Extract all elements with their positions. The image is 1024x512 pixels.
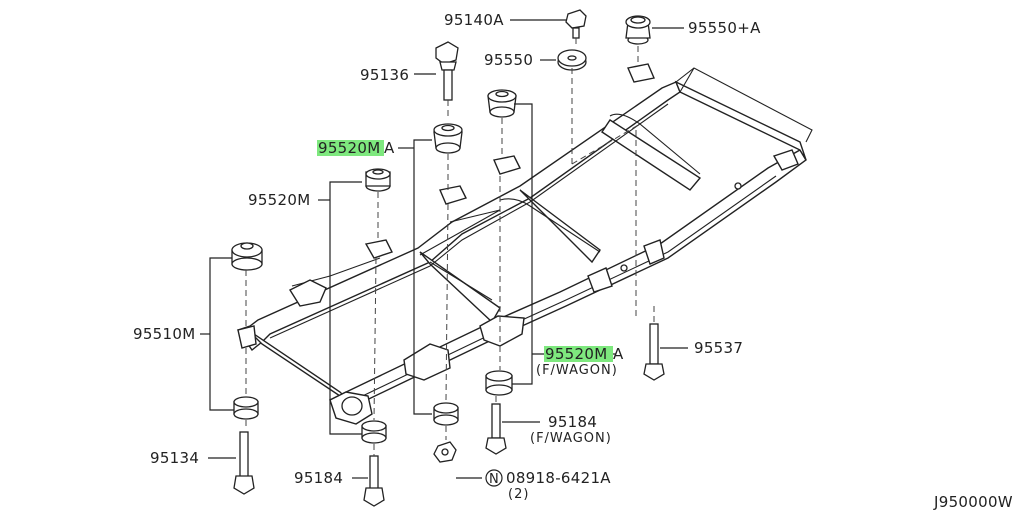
label-95520m-wagon-note: (F/WAGON) xyxy=(536,363,618,378)
nut-08918-icon xyxy=(433,441,457,463)
mount-95550a-icon xyxy=(625,15,651,45)
mount-95520m-lower-icon xyxy=(361,420,387,444)
label-95520m-highlighted: 95520M xyxy=(318,139,380,157)
label-95140a: 95140A xyxy=(444,11,504,29)
part-labels: 95140A 95550+A 95136 95550 95520M A 9552… xyxy=(133,11,1013,511)
label-n-symbol: N xyxy=(489,472,500,487)
mount-95510m-icon xyxy=(231,242,263,271)
label-95134: 95134 xyxy=(150,449,199,467)
label-95520m-wagon-suffix: A xyxy=(613,345,624,363)
mount-95520ma-upper-icon xyxy=(487,89,517,118)
highlight-95520ma xyxy=(317,140,384,156)
label-95184-wagon-note: (F/WAGON) xyxy=(530,431,612,446)
washer-95550-icon xyxy=(557,49,587,71)
label-95550: 95550 xyxy=(484,51,533,69)
mount-95520ma-lower-icon xyxy=(433,402,459,426)
n-circle-icon xyxy=(485,469,503,487)
label-95550a: 95550+A xyxy=(688,19,761,37)
bolt-95184-wagon-icon xyxy=(485,403,507,455)
chassis-frame xyxy=(236,63,813,425)
label-95520m: 95520M xyxy=(248,191,310,209)
label-08918-qty: (2) xyxy=(508,487,529,502)
dashed-alignment-lines xyxy=(245,38,655,456)
mount-95520m-icon xyxy=(365,168,391,192)
leader-lines xyxy=(200,19,688,479)
mount-95520ma-wagon-lower-icon xyxy=(485,370,513,396)
label-08918: 08918-6421A xyxy=(506,469,611,487)
label-95520m-wagon-highlighted: 95520M xyxy=(545,345,607,363)
bolt-95184-icon xyxy=(363,455,385,507)
label-95136: 95136 xyxy=(360,66,409,84)
label-95184: 95184 xyxy=(294,469,343,487)
bolt-95537-icon xyxy=(643,323,665,381)
bolt-95136-icon xyxy=(435,41,459,101)
bolt-95140a-icon xyxy=(565,9,587,39)
highlight-95520ma-wagon xyxy=(544,346,613,362)
label-95510m: 95510M xyxy=(133,325,195,343)
mount-95510m-lower-icon xyxy=(233,396,259,420)
bolt-95134-icon xyxy=(233,431,255,495)
label-95537: 95537 xyxy=(694,339,743,357)
label-95520m-suffix: A xyxy=(384,139,395,157)
label-95184-wagon: 95184 xyxy=(548,413,597,431)
diagram-code: J950000W xyxy=(933,493,1013,511)
mount-95520ma-icon xyxy=(433,123,463,154)
